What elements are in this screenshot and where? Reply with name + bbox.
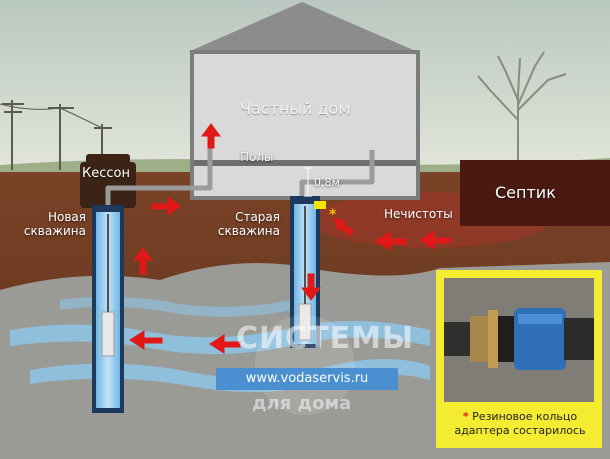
website-link[interactable]: www.vodaservis.ru [216,368,398,390]
caisson [80,154,136,208]
watermark-logo [255,315,355,415]
arrow-left-new-well-2 [209,334,241,354]
arrow-left-new-well-1 [129,330,163,350]
water-pipes [105,148,375,208]
house-label: Частный дом [240,99,351,118]
old-well [290,196,326,348]
inset-star: * [462,410,469,423]
depth-label: 0,8м [314,176,340,189]
depth-marker [304,167,312,197]
contamination-arrows [129,123,451,354]
tree [477,51,567,165]
caisson-label: Кессон [82,166,130,181]
star-marker: * [329,207,337,223]
septic-tank [460,160,610,226]
sewage-label: Нечистоты [384,207,453,221]
new-well-label: Новая скважина [23,210,86,238]
floors-label: Полы [240,150,274,164]
watermark-title: СИСТЕМЫ [236,321,415,356]
inset-caption-text: Резиновое кольцо адаптера состарилось [454,410,586,437]
inset-caption: * Резиновое кольцо адаптера состарилось [440,410,600,438]
septic-label: Септик [495,183,556,202]
arrow-right-caisson [151,196,181,216]
new-well [92,205,124,413]
watermark-subtitle: для дома [252,393,352,414]
old-well-label: Старая скважина [217,210,280,238]
arrow-left-septic-1 [375,231,407,251]
arrow-up-house [201,123,221,149]
arrow-left-septic-2 [419,230,451,250]
arrow-diag-old-well [333,217,354,236]
arrow-up-new-well [133,247,153,275]
arrow-down-old-well [301,273,321,301]
adapter-photo [444,278,594,402]
